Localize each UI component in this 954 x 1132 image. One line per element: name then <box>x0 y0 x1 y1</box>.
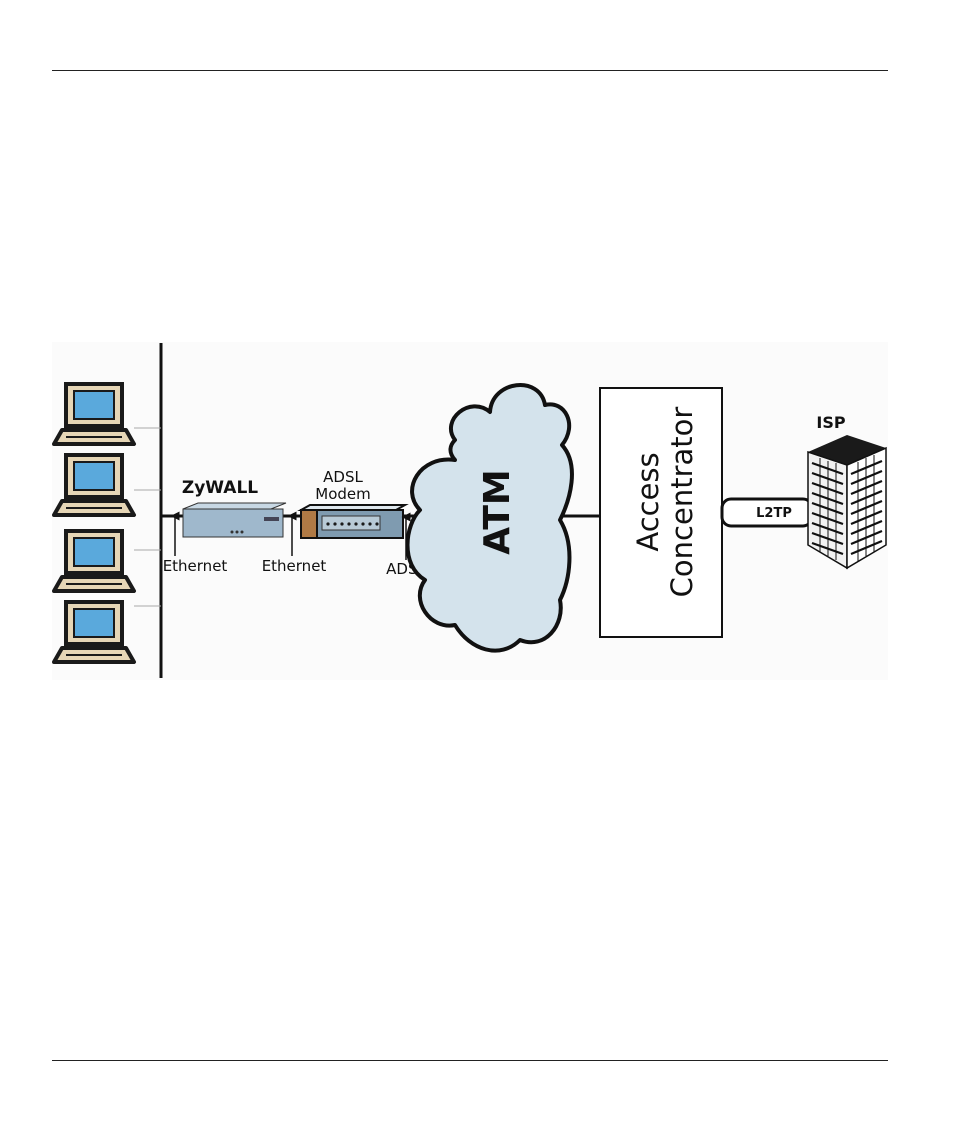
modem-icon <box>297 504 409 539</box>
ethernet-label-1: Ethernet <box>163 557 228 575</box>
header-rule <box>52 70 888 71</box>
l2tp-label: L2TP <box>756 506 792 521</box>
access-concentrator-label-line2: Concentrator <box>665 407 699 598</box>
laptop-icon <box>52 527 136 593</box>
building-icon <box>807 435 887 570</box>
ethernet-label-2: Ethernet <box>262 557 327 575</box>
laptop-links <box>134 427 161 607</box>
atm-label: ATM <box>477 469 518 554</box>
footer-rule <box>52 1060 888 1061</box>
access-concentrator-box <box>599 387 723 638</box>
adsl-modem-label-line2: Modem <box>315 485 370 503</box>
adsl-modem-label-line1: ADSL <box>323 468 363 486</box>
access-concentrator-label-line1: Access <box>631 452 665 551</box>
laptop-icon <box>52 380 136 446</box>
router-icon <box>182 502 287 538</box>
laptop-icon <box>52 451 136 517</box>
zywall-label: ZyWALL <box>182 478 258 498</box>
cloud-icon <box>405 383 574 653</box>
isp-label: ISP <box>816 413 845 432</box>
laptop-icon <box>52 598 136 664</box>
